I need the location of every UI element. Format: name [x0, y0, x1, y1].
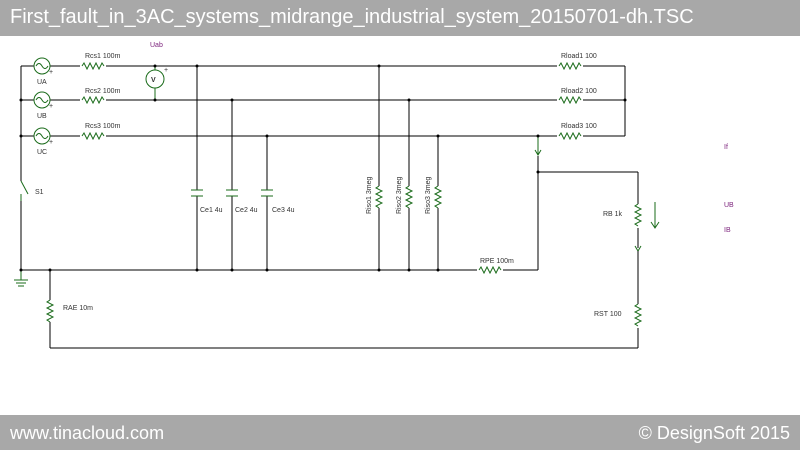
- ground-icon: [14, 270, 28, 287]
- plus-label-c: +: [49, 139, 53, 146]
- label-ua: UA: [37, 79, 47, 86]
- label-uab: Uab: [150, 42, 163, 49]
- label-ib: IB: [724, 227, 731, 234]
- resistor-rst[interactable]: [633, 303, 643, 328]
- source-ub[interactable]: +: [33, 91, 53, 110]
- label-riso1: Riso1 3meg: [366, 177, 373, 214]
- resistor-riso1[interactable]: [374, 185, 384, 209]
- label-if: If: [724, 144, 728, 151]
- resistor-rb[interactable]: [633, 203, 643, 228]
- title-bar: First_fault_in_3AC_systems_midrange_indu…: [0, 0, 800, 36]
- label-rcs2: Rcs2 100m: [85, 88, 121, 95]
- label-riso3: Riso3 3meg: [425, 177, 432, 214]
- capacitor-ce2[interactable]: [226, 189, 238, 197]
- resistor-rcs3[interactable]: [80, 131, 106, 141]
- ib-arrow-icon: [650, 202, 660, 229]
- label-rst: RST 100: [594, 311, 622, 318]
- source-ua[interactable]: +: [33, 57, 53, 76]
- label-ce3: Ce3 4u: [272, 207, 295, 214]
- junction-dots: [19, 64, 627, 272]
- resistor-rload1[interactable]: [557, 61, 583, 71]
- label-rload2: Rload2 100: [561, 88, 597, 95]
- label-rload1: Rload1 100: [561, 53, 597, 60]
- resistor-rcs2[interactable]: [80, 95, 106, 105]
- capacitor-ce1[interactable]: [191, 189, 203, 197]
- resistor-rload3[interactable]: [557, 131, 583, 141]
- label-rpe: RPE 100m: [480, 258, 514, 265]
- label-ce1: Ce1 4u: [200, 207, 223, 214]
- label-rb: RB 1k: [603, 211, 623, 218]
- voltmeter-plus: +: [164, 67, 168, 74]
- footer-website-link[interactable]: www.tinacloud.com: [10, 423, 165, 443]
- label-ub-meter: UB: [724, 202, 734, 209]
- fault-current-arrow-icon: [534, 136, 542, 156]
- label-ce2: Ce2 4u: [235, 207, 258, 214]
- label-uc: UC: [37, 149, 47, 156]
- capacitor-ce3[interactable]: [261, 189, 273, 197]
- footer-copyright: © DesignSoft 2015: [638, 423, 790, 443]
- plus-label-b: +: [49, 103, 53, 110]
- circuit-title: First_fault_in_3AC_systems_midrange_indu…: [10, 6, 694, 28]
- resistor-rcs1[interactable]: [80, 61, 106, 71]
- voltmeter-uab[interactable]: V +: [145, 66, 168, 100]
- label-rae: RAE 10m: [63, 305, 93, 312]
- plus-label-a: +: [49, 69, 53, 76]
- source-uc[interactable]: +: [33, 127, 53, 146]
- label-rload3: Rload3 100: [561, 123, 597, 130]
- resistor-rae[interactable]: [45, 299, 55, 323]
- label-riso2: Riso2 3meg: [396, 177, 403, 214]
- label-rcs3: Rcs3 100m: [85, 123, 121, 130]
- label-rcs1: Rcs1 100m: [85, 53, 121, 60]
- resistor-rpe[interactable]: [477, 265, 503, 275]
- resistor-riso3[interactable]: [433, 185, 443, 209]
- resistor-rload2[interactable]: [557, 95, 583, 105]
- circuit-schematic[interactable]: + + + UA UB UC S1 Rcs1 100m: [0, 36, 800, 415]
- switch-s1[interactable]: [20, 180, 29, 201]
- voltmeter-icon: V: [151, 77, 156, 84]
- label-s1: S1: [35, 189, 44, 196]
- footer-bar: www.tinacloud.com © DesignSoft 2015: [0, 415, 800, 450]
- label-ub: UB: [37, 113, 47, 120]
- resistor-riso2[interactable]: [404, 185, 414, 209]
